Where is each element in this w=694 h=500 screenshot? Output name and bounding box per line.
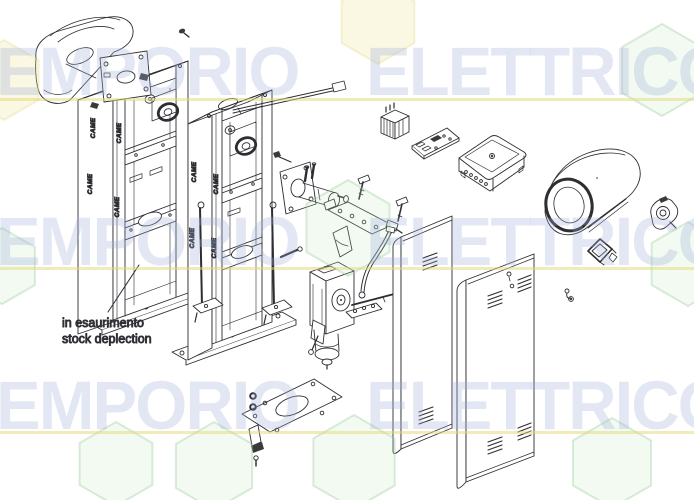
transformer <box>380 102 410 140</box>
annotation-line-1: in esaurimento <box>62 316 144 330</box>
annotation-line-2: stock deplection <box>62 332 152 346</box>
brand-label: CAME <box>90 117 97 138</box>
tie-rod <box>358 225 396 299</box>
brand-label: CAME <box>189 227 196 248</box>
anchor-base-plate <box>241 378 343 467</box>
brand-label: CAME <box>213 173 220 194</box>
control-box <box>458 135 527 192</box>
cabinet-post-right: CAME CAME CAME CAME <box>171 89 297 366</box>
top-hood <box>544 148 641 236</box>
inspection-frame <box>587 238 618 266</box>
crossbar-rod <box>232 80 347 115</box>
spring-rod-right <box>261 201 303 325</box>
anchor-screw <box>357 174 409 222</box>
brand-label: CAME <box>114 196 121 217</box>
stock-annotation: in esaurimento stock deplection <box>62 264 152 346</box>
spring-rod-left <box>192 201 224 323</box>
wedge-bracket <box>332 225 353 258</box>
head-mounting-plate <box>90 50 152 109</box>
brand-label: CAME <box>87 173 94 194</box>
top-screw <box>178 28 190 38</box>
door-panel-left <box>392 215 453 454</box>
brand-label: CAME <box>116 122 123 143</box>
door-panel-right <box>456 253 535 489</box>
head-cover-assembly <box>35 16 152 109</box>
brand-label: CAME <box>191 161 198 182</box>
drive-link <box>345 289 403 319</box>
lock-release <box>650 196 679 230</box>
brand-label: CAME <box>211 237 218 258</box>
gearmotor <box>308 261 355 370</box>
shaft-flange-assembly <box>273 151 349 215</box>
control-board <box>411 127 460 160</box>
small-clip <box>564 288 574 302</box>
